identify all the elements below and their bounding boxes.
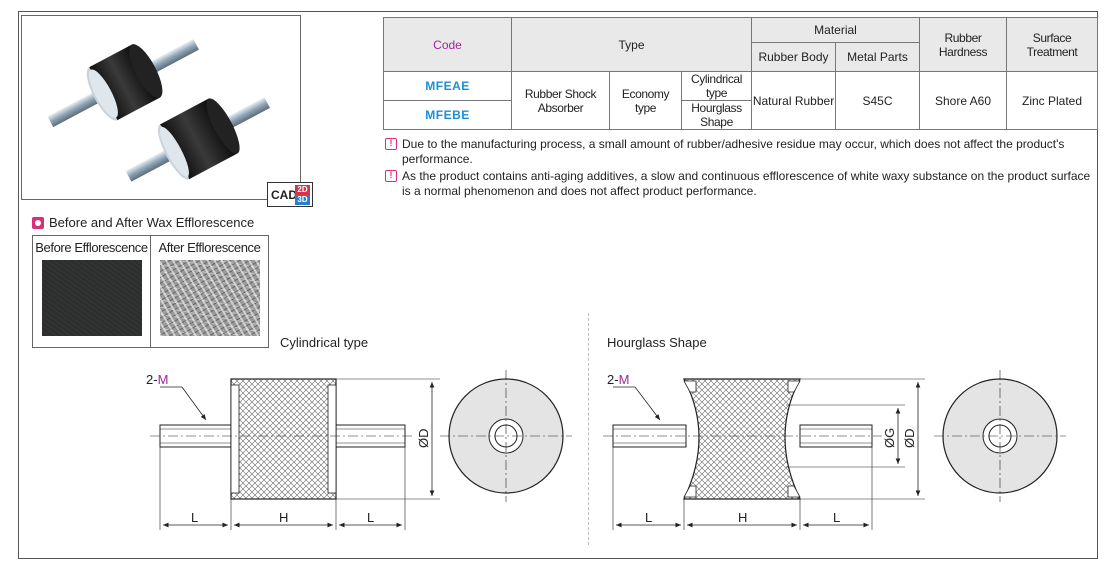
- surface-treatment-value: Zinc Plated: [1006, 71, 1098, 130]
- wax-section-title: Before and After Wax Efflorescence: [32, 215, 254, 230]
- after-swatch-image: [159, 260, 260, 336]
- drawing-divider: [588, 313, 589, 545]
- rubber-hardness-value: Shore A60: [919, 71, 1007, 130]
- content-frame: [18, 11, 1098, 559]
- code-mfebe[interactable]: MFEBE: [383, 100, 512, 130]
- product-photo: CAD 2D 3D: [21, 15, 313, 207]
- note-text: As the product contains anti-aging addit…: [402, 169, 1091, 198]
- thread-prefix-label: 2-: [607, 372, 619, 387]
- note-text: Due to the manufacturing process, a smal…: [402, 137, 1065, 166]
- cad-3d-badge[interactable]: 3D: [295, 195, 310, 205]
- warning-icon: !: [385, 170, 397, 182]
- rubber-body-value: Natural Rubber: [751, 71, 836, 130]
- header-metal-parts: Metal Parts: [835, 42, 920, 72]
- cylindrical-side-view: [150, 378, 440, 530]
- section-bullet-icon: [32, 216, 44, 229]
- svg-text:2-M: 2-M: [146, 372, 168, 387]
- before-swatch-image: [41, 260, 142, 336]
- header-surface-treatment: Surface Treatment: [1006, 17, 1098, 72]
- dim-l-left: L: [645, 510, 652, 525]
- shape-hourglass: Hourglass Shape: [681, 100, 752, 130]
- svg-text:2-M: 2-M: [607, 372, 629, 387]
- header-rubber-body: Rubber Body: [751, 42, 836, 72]
- type-main: Rubber Shock Absorber: [511, 71, 610, 130]
- wax-comparison: Before Efflorescence After Efflorescence: [32, 235, 269, 348]
- dim-h: H: [279, 510, 288, 525]
- after-label: After Efflorescence: [158, 240, 261, 255]
- thread-var-label: M: [619, 372, 630, 387]
- dim-l-right: L: [833, 510, 840, 525]
- hourglass-side-view: [603, 378, 925, 530]
- thread-var-label: M: [158, 372, 169, 387]
- cylindrical-drawing-title: Cylindrical type: [280, 335, 369, 350]
- dim-d: ØD: [416, 429, 431, 449]
- note-item: ! As the product contains anti-aging add…: [383, 169, 1098, 199]
- dim-l-right: L: [367, 510, 374, 525]
- warning-icon: !: [385, 138, 397, 150]
- dim-h: H: [738, 510, 747, 525]
- wax-title-text: Before and After Wax Efflorescence: [49, 215, 255, 230]
- before-label: Before Efflorescence: [35, 240, 148, 255]
- notes: ! Due to the manufacturing process, a sm…: [383, 137, 1098, 201]
- cad-badge[interactable]: CAD 2D 3D: [267, 182, 313, 207]
- metal-parts-value: S45C: [835, 71, 920, 130]
- hourglass-end-view: [934, 370, 1066, 502]
- cylindrical-end-view: [440, 370, 572, 502]
- dim-g: ØG: [882, 428, 897, 448]
- cad-2d-badge[interactable]: 2D: [295, 185, 310, 195]
- hourglass-drawing-title: Hourglass Shape: [607, 335, 707, 350]
- header-rubber-hardness: Rubber Hardness: [919, 17, 1007, 72]
- spec-table: Code Type Material Rubber Hardness Surfa…: [383, 17, 1098, 130]
- cad-label: CAD: [271, 187, 297, 202]
- note-item: ! Due to the manufacturing process, a sm…: [383, 137, 1098, 167]
- dim-d: ØD: [902, 429, 917, 449]
- type-sub: Economy type: [609, 71, 682, 130]
- thread-prefix-label: 2-: [146, 372, 158, 387]
- dim-l-left: L: [191, 510, 198, 525]
